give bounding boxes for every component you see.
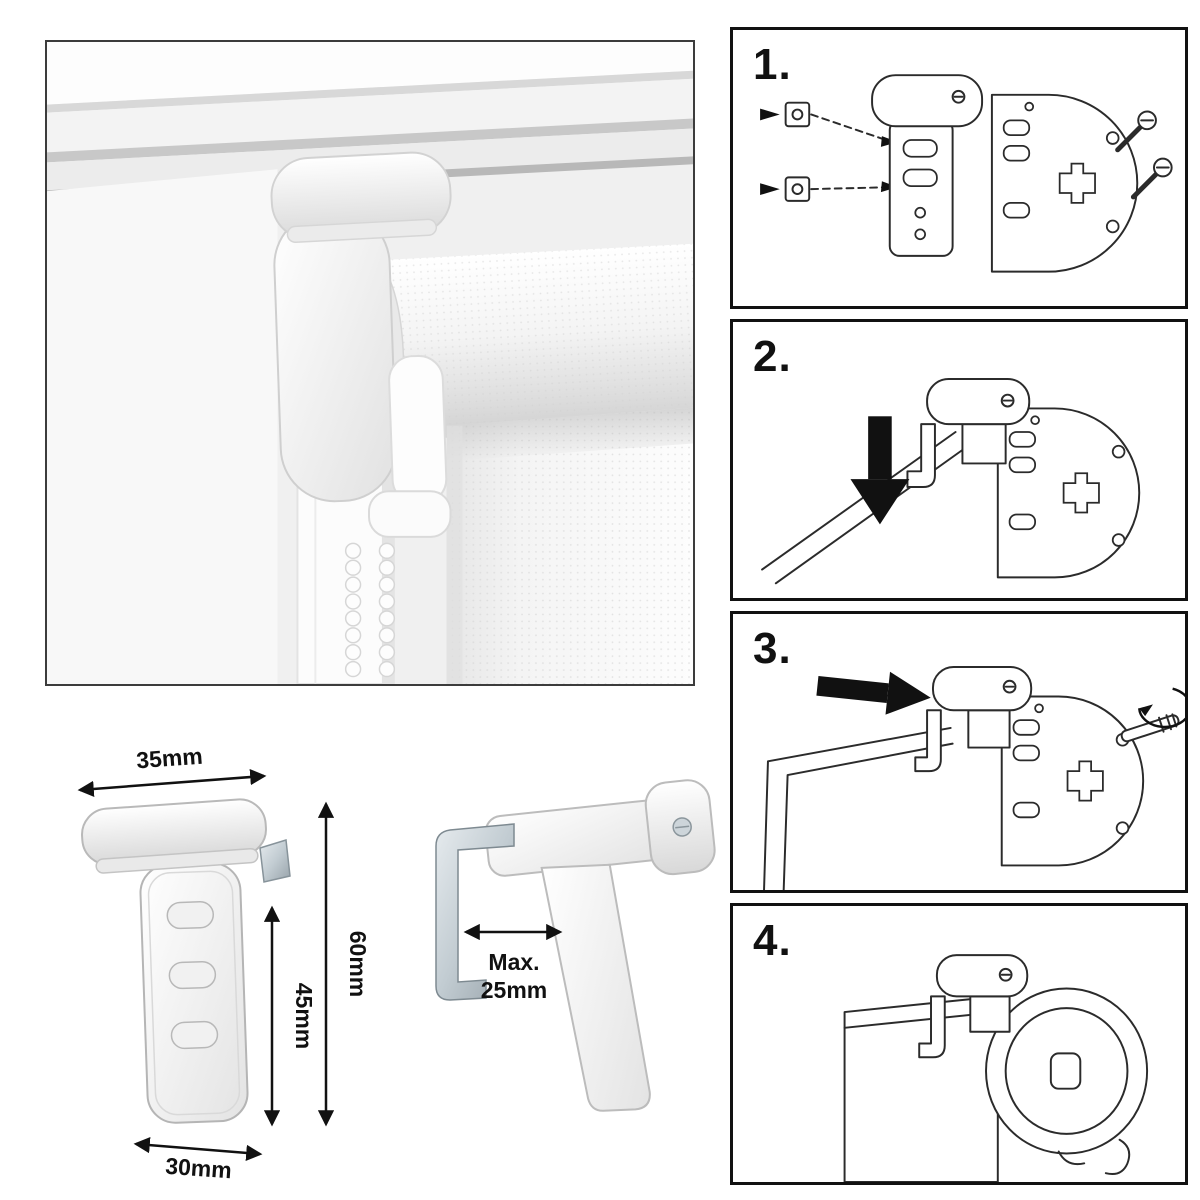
roller-blind-fabric xyxy=(446,407,693,684)
clamp-body xyxy=(969,995,1011,1033)
clamp-dimension-diagram: Max. 25mm xyxy=(435,779,716,1112)
clamp-white-arm xyxy=(484,779,716,1112)
step-3-art xyxy=(763,666,1185,890)
step-1-art xyxy=(760,74,1173,273)
product-photo-panel xyxy=(45,40,695,686)
dim-plate-height-label: 45mm xyxy=(291,983,317,1049)
step-1-illustration xyxy=(760,74,1173,273)
keyhole-slot xyxy=(1062,472,1100,514)
dimension-diagrams: 35mm 60mm 45mm 30mm Max. xyxy=(20,740,725,1185)
clamp-hook xyxy=(918,995,946,1059)
dim-max-label: Max. xyxy=(488,949,539,975)
step-panel-1: 1. xyxy=(730,27,1188,309)
bead-chain xyxy=(344,542,396,678)
clamp-cap xyxy=(931,666,1033,712)
window-frame-edge xyxy=(782,742,954,890)
roller-end xyxy=(985,987,1149,1166)
bracket-plate xyxy=(139,862,249,1124)
pin xyxy=(1120,713,1180,743)
clamp-hook xyxy=(906,423,936,488)
chain-hook xyxy=(1104,1138,1131,1176)
dimension-diagram-illustration: 35mm 60mm 45mm 30mm Max. xyxy=(77,743,716,1184)
metal-hook xyxy=(435,823,515,1001)
screw-icon xyxy=(1115,110,1157,153)
step-4-illustration xyxy=(843,954,1149,1182)
dim-max-value-label: 25mm xyxy=(481,977,547,1003)
step-2-illustration xyxy=(761,377,1141,585)
dim-arrow-35mm xyxy=(77,768,267,798)
clamp-cap xyxy=(926,377,1031,426)
step-3-illustration xyxy=(763,666,1185,890)
step-panel-4: 4. xyxy=(730,903,1188,1185)
clamp-cap xyxy=(871,74,984,128)
bracket-cap xyxy=(81,798,267,874)
clamp-cap xyxy=(935,954,1029,998)
step-number-2: 2. xyxy=(753,332,792,381)
dim-base-width-label: 30mm xyxy=(164,1153,232,1184)
window-frame-edge xyxy=(763,726,952,890)
keyhole-slot xyxy=(1058,162,1096,204)
arrow-icon xyxy=(760,183,780,196)
product-photo-illustration xyxy=(47,42,693,684)
step-panel-3: 3. xyxy=(730,611,1188,893)
step-4-art xyxy=(843,954,1149,1182)
dim-arrow-30mm xyxy=(133,1137,263,1161)
dim-cap-width-label: 35mm xyxy=(135,743,203,774)
step-2-art xyxy=(761,377,1141,585)
down-arrow xyxy=(850,416,910,525)
clamp-body xyxy=(961,423,1007,465)
window-frame-panel xyxy=(843,995,999,1182)
dim-total-height-label: 60mm xyxy=(345,931,371,997)
bracket-dimension-diagram: 35mm 60mm 45mm 30mm xyxy=(77,743,371,1184)
right-arrow xyxy=(816,671,931,715)
step-number-3: 3. xyxy=(753,624,792,673)
window-jamb xyxy=(47,169,278,684)
keyhole-slot xyxy=(1066,760,1104,802)
step-number-1: 1. xyxy=(753,40,792,89)
clamp-strap xyxy=(388,354,448,505)
arrow-icon xyxy=(760,108,780,121)
step-number-4: 4. xyxy=(753,916,792,965)
rotate-arrow xyxy=(1138,687,1185,729)
screw-icon xyxy=(1130,157,1173,200)
clamp-bracket xyxy=(270,151,452,538)
clamp-hook xyxy=(914,709,942,773)
chain-guide xyxy=(368,490,452,538)
window-frame-edge xyxy=(774,444,970,585)
step-panel-2: 2. xyxy=(730,319,1188,601)
metal-spring-clip xyxy=(259,839,291,883)
clamp-body xyxy=(967,709,1011,749)
